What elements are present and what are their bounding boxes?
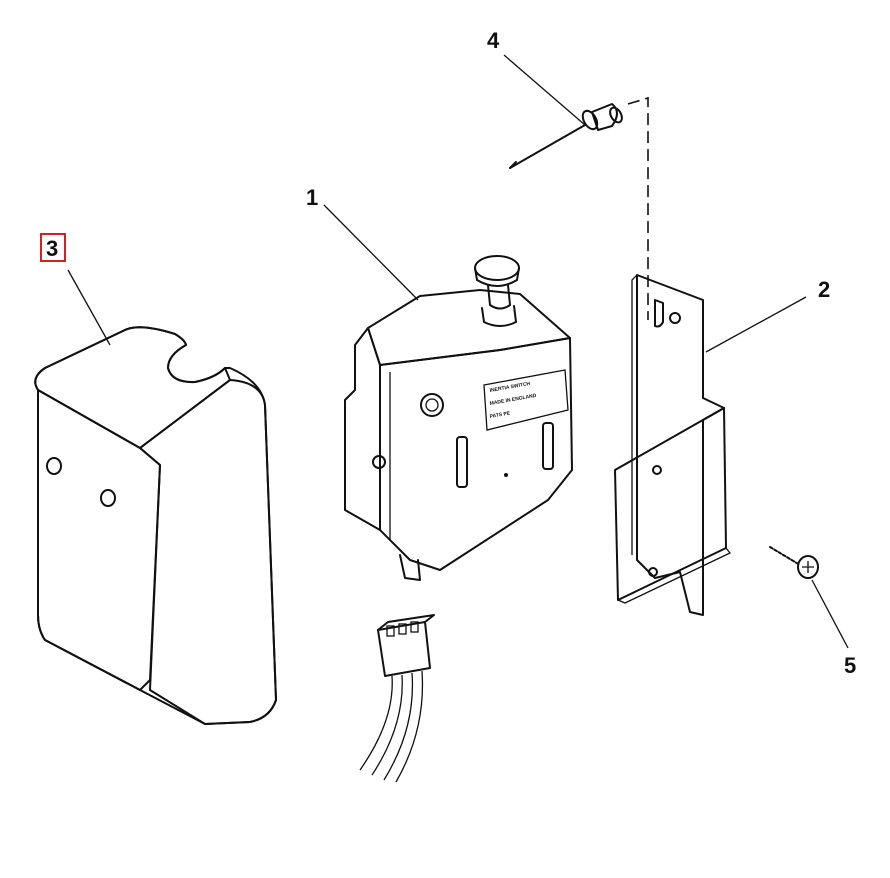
switch-label-plate — [483, 369, 569, 431]
switch-reset-knob — [474, 255, 520, 281]
switch-knob-side — [474, 267, 520, 287]
connector-body — [377, 621, 431, 677]
wire-2 — [371, 674, 403, 776]
switch-label-line-2: MADE IN ENGLAND — [489, 393, 537, 407]
callout-3-highlight-box — [40, 233, 66, 262]
wire-3 — [383, 672, 414, 781]
rivet-mandrel — [509, 124, 586, 169]
alignment-dashed-line — [627, 96, 649, 320]
connector-top — [377, 614, 435, 631]
bracket-hole-1 — [652, 465, 662, 475]
switch-dot — [504, 473, 508, 477]
connector-pin-1 — [386, 625, 395, 637]
connector-pin-3 — [410, 621, 419, 633]
bracket-part — [614, 274, 732, 616]
cover-outline — [34, 326, 277, 725]
leader-line-1 — [323, 204, 419, 301]
rivet-head — [581, 109, 599, 131]
wire-1 — [359, 675, 393, 771]
leader-line-5 — [811, 579, 849, 649]
switch-knob-collar — [487, 284, 511, 310]
switch-bottom-tab — [399, 554, 421, 581]
rivet-body — [591, 103, 618, 131]
switch-knob-stem — [481, 305, 517, 327]
callout-5: 5 — [844, 653, 856, 678]
connector-and-wires — [359, 614, 435, 783]
switch-left-face — [344, 327, 381, 531]
bracket-edge — [631, 274, 638, 555]
callout-2: 2 — [818, 277, 830, 302]
rivet-part — [509, 103, 623, 169]
switch-label-line-3: PATS PE — [489, 410, 511, 420]
screw-thread — [769, 546, 801, 566]
cover-hole-2 — [100, 489, 116, 507]
bracket-slot — [654, 299, 664, 328]
switch-mount-hole-inner — [425, 398, 439, 412]
callout-1: 1 — [306, 185, 318, 210]
cover-part — [34, 326, 277, 725]
connector-pin-2 — [398, 623, 407, 635]
callout-4: 4 — [487, 28, 500, 53]
bracket-vertical-plate — [636, 274, 725, 616]
rivet-end — [609, 106, 623, 124]
leader-line-4 — [503, 54, 586, 126]
callout-3: 3 — [46, 236, 58, 261]
leader-line-3 — [67, 269, 111, 346]
screw-part — [769, 546, 819, 579]
inertia-switch-part: INERTIA SWITCH MADE IN ENGLAND PATS PE — [344, 255, 573, 581]
cover-hole-1 — [46, 457, 62, 475]
bracket-hole-top — [669, 312, 681, 324]
wire-4 — [395, 670, 424, 783]
leader-line-2 — [705, 296, 807, 353]
cover-top-face — [34, 326, 231, 449]
screw-cross — [802, 561, 814, 573]
switch-side-stud — [372, 455, 386, 469]
bracket-hole-2 — [648, 567, 658, 577]
screw-head — [797, 555, 819, 579]
bracket-tab-edge — [617, 547, 732, 604]
switch-slot-left — [456, 436, 468, 488]
switch-slot-right — [542, 422, 554, 470]
switch-mount-hole — [420, 393, 444, 417]
